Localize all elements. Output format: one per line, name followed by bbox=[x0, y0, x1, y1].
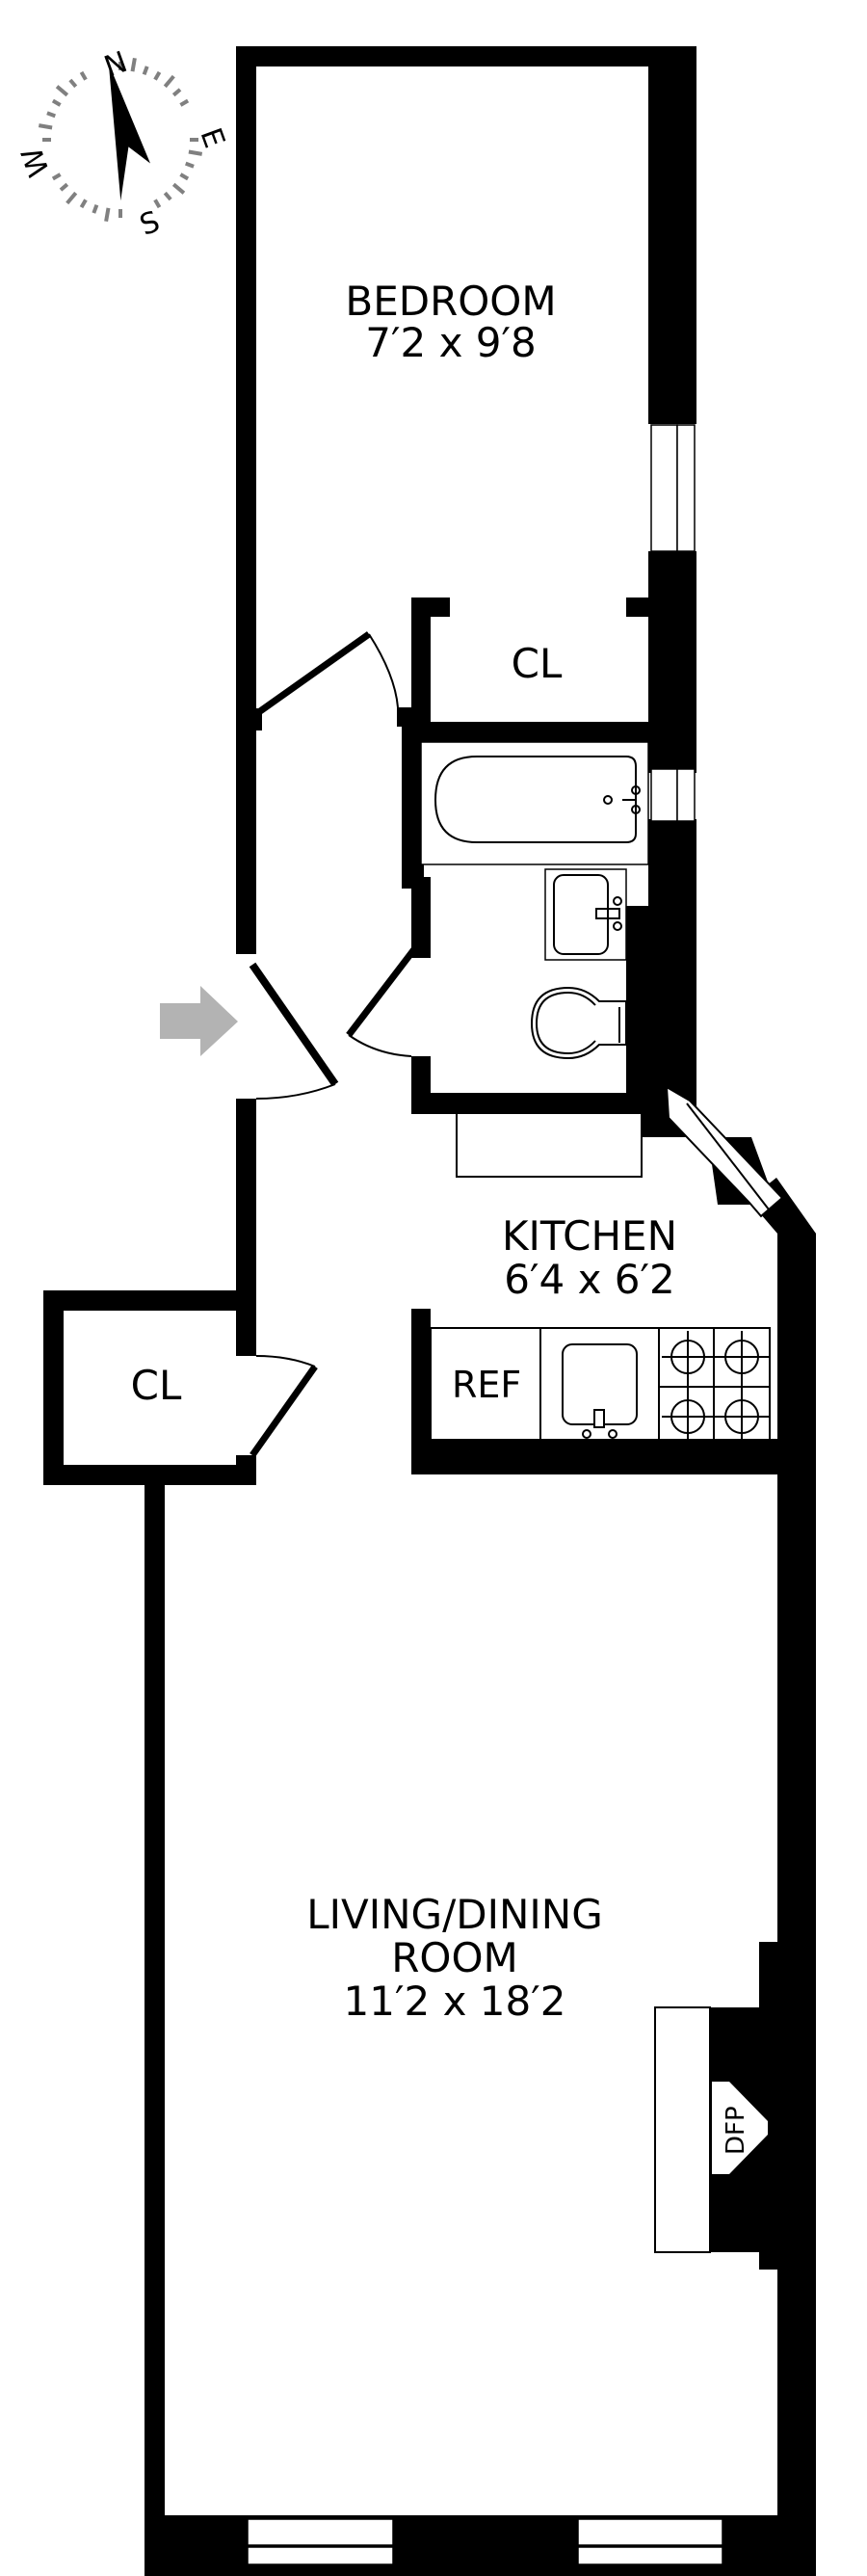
compass-tick bbox=[179, 98, 190, 107]
compass-tick bbox=[171, 182, 186, 195]
bathtub-icon bbox=[420, 741, 649, 865]
compass-tick bbox=[79, 199, 88, 209]
compass-tick bbox=[55, 85, 69, 97]
compass-tick bbox=[163, 74, 175, 89]
bathroom-sink-icon bbox=[544, 868, 627, 961]
bedroom-door[interactable] bbox=[257, 631, 399, 714]
fireplace-icon bbox=[654, 2006, 768, 2253]
kitchen-name: KITCHEN bbox=[502, 1212, 677, 1260]
kitchen-window bbox=[665, 1085, 784, 1218]
compass-tick bbox=[130, 57, 137, 72]
compass-south: S bbox=[136, 204, 165, 242]
compass-tick bbox=[153, 70, 162, 81]
compass-tick bbox=[38, 123, 53, 130]
compass-tick bbox=[188, 149, 203, 156]
fireplace-label: DFP bbox=[722, 2106, 750, 2155]
walls bbox=[43, 46, 816, 2576]
living-windows bbox=[247, 2518, 723, 2565]
compass-tick bbox=[104, 207, 111, 223]
compass-tick bbox=[79, 70, 88, 81]
compass-west: W bbox=[15, 143, 57, 181]
compass-tick bbox=[51, 98, 62, 107]
bedroom-closet-label: CL bbox=[512, 640, 563, 687]
compass-ticks bbox=[38, 57, 203, 223]
compass-tick bbox=[68, 78, 78, 89]
refrigerator-label: REF bbox=[452, 1364, 521, 1406]
compass-tick bbox=[163, 191, 172, 201]
kitchen-dimensions: 6′4 x 6′2 bbox=[504, 1256, 675, 1303]
entry-door[interactable] bbox=[249, 962, 339, 1100]
compass-tick bbox=[51, 173, 62, 181]
kitchen-sink-icon bbox=[562, 1343, 638, 1439]
compass-tick bbox=[185, 161, 195, 169]
compass-north: N bbox=[100, 45, 132, 85]
living-dimensions: 11′2 x 18′2 bbox=[344, 1978, 566, 2025]
compass-tick bbox=[59, 182, 69, 192]
north-arrow-icon bbox=[108, 63, 150, 201]
compass-tick bbox=[92, 204, 99, 214]
compass-east: E bbox=[193, 123, 230, 152]
kitchen-upper-counter bbox=[456, 1112, 643, 1178]
bedroom-dimensions: 7′2 x 9′8 bbox=[365, 319, 537, 366]
bedroom-window bbox=[650, 424, 696, 552]
bedroom-name: BEDROOM bbox=[345, 278, 556, 325]
compass-tick bbox=[46, 111, 56, 119]
living-name-line1: LIVING/DINING bbox=[306, 1891, 603, 1938]
stove-icon bbox=[659, 1328, 770, 1447]
entry-arrow-icon bbox=[160, 986, 238, 1056]
living-name-line2: ROOM bbox=[391, 1934, 518, 1981]
compass-tick bbox=[66, 191, 78, 205]
compass-tick bbox=[171, 88, 182, 97]
entry-closet-label: CL bbox=[131, 1362, 182, 1409]
bathroom-door[interactable] bbox=[346, 946, 417, 1057]
compass: N E S W bbox=[15, 45, 231, 243]
closet-door[interactable] bbox=[250, 1355, 318, 1458]
toilet-icon bbox=[530, 986, 627, 1060]
compass-tick bbox=[179, 173, 190, 181]
compass-tick bbox=[142, 66, 149, 75]
compass-tick bbox=[153, 199, 162, 209]
bathroom-window bbox=[650, 768, 696, 822]
